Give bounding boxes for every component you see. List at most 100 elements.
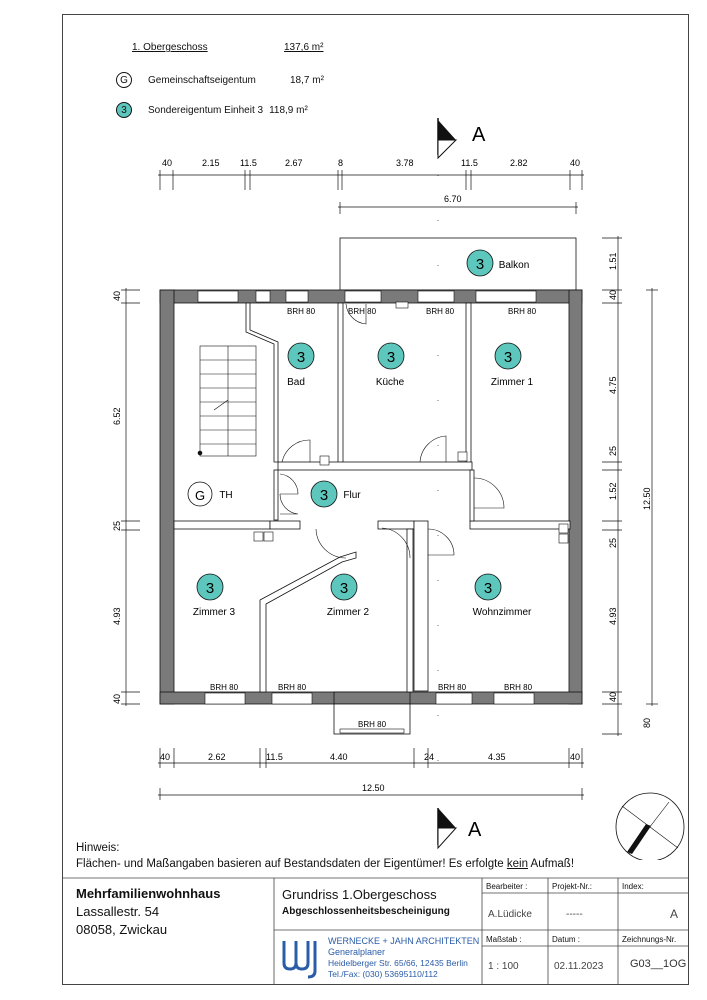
room-th: TH bbox=[219, 490, 232, 501]
legend-common: G Gemeinschaftseigentum 18,7 m² bbox=[116, 72, 324, 88]
doors bbox=[279, 303, 505, 559]
dim-top-labels: 40 2.15 11.5 2.67 8 3.78 11.5 2.82 40 bbox=[162, 158, 580, 168]
badge-balkon: 3 bbox=[476, 256, 484, 273]
dim-right-7: 40 bbox=[608, 692, 618, 702]
tb-firm-phone: Tel./Fax: (030) 53695110/112 bbox=[328, 969, 438, 979]
room-kueche: Küche bbox=[376, 377, 405, 388]
dim-right-2: 4.75 bbox=[608, 376, 618, 394]
tb-datum: 02.11.2023 bbox=[554, 961, 604, 972]
dim-top-3: 2.67 bbox=[285, 158, 303, 168]
dim-bottom-0: 40 bbox=[160, 752, 170, 762]
dim-bottom-6: 40 bbox=[570, 752, 580, 762]
dim-balcony bbox=[338, 202, 578, 214]
brh-wohn-1: BRH 80 bbox=[438, 683, 467, 692]
firm-logo-icon bbox=[282, 941, 317, 979]
dim-bottom-4: 24 bbox=[424, 752, 434, 762]
dim-right-4: 1.52 bbox=[608, 482, 618, 500]
brh-bad: BRH 80 bbox=[287, 307, 316, 316]
dim-right-8: 80 bbox=[642, 718, 652, 728]
dim-left bbox=[121, 288, 140, 706]
dim-top-5: 3.78 bbox=[396, 158, 414, 168]
brh-zimmer3: BRH 80 bbox=[210, 683, 239, 692]
tb-project: Mehrfamilienwohnhaus bbox=[76, 886, 221, 901]
dim-bottom-1: 2.62 bbox=[208, 752, 226, 762]
notes-text: Flächen- und Maßangaben basieren auf Bes… bbox=[76, 858, 574, 870]
tb-h-index: Index: bbox=[622, 882, 644, 891]
brh-labels: BRH 80 BRH 80 BRH 80 BRH 80 BRH 80 BRH 8… bbox=[210, 307, 537, 729]
page-border bbox=[62, 14, 689, 985]
room-balkon: Balkon bbox=[499, 260, 530, 271]
dim-left-labels: 40 6.52 25 4.93 40 bbox=[112, 291, 122, 704]
dim-left-4: 40 bbox=[112, 694, 122, 704]
badge-kueche: 3 bbox=[387, 349, 395, 366]
dim-top-6: 11.5 bbox=[461, 158, 478, 168]
staircase bbox=[197, 345, 257, 457]
legend-unit: 3 Sondereigentum Einheit 3 118,9 m² bbox=[116, 102, 308, 118]
dim-total: 12.50 bbox=[362, 783, 385, 793]
badge-th: G bbox=[195, 488, 205, 503]
tb-firm-name: WERNECKE + JAHN ARCHITEKTEN bbox=[328, 936, 480, 946]
dim-left-0: 40 bbox=[112, 291, 122, 301]
tb-h-zeichnung: Zeichnungs-Nr. bbox=[622, 935, 677, 944]
dim-right-3: 25 bbox=[608, 446, 618, 456]
dim-bottom-labels: 40 2.62 11.5 4.40 24 4.35 40 12.50 bbox=[160, 752, 580, 793]
dim-balcony-label: 6.70 bbox=[444, 194, 462, 204]
tb-firm-role: Generalplaner bbox=[328, 947, 386, 957]
unit-area: 118,9 m² bbox=[269, 104, 308, 116]
badge-zimmer2: 3 bbox=[340, 580, 348, 597]
tb-zeichnung-nr: G03__1OG bbox=[630, 958, 687, 970]
brh-zimmer2: BRH 80 bbox=[278, 683, 307, 692]
tb-h-datum: Datum : bbox=[552, 935, 581, 944]
room-zimmer2: Zimmer 2 bbox=[327, 607, 370, 618]
badge-flur: 3 bbox=[320, 487, 328, 504]
room-zimmer1: Zimmer 1 bbox=[491, 377, 534, 388]
tb-h-projekt: Projekt-Nr.: bbox=[552, 882, 593, 891]
windows bbox=[197, 290, 537, 705]
dim-right-0: 1.51 bbox=[608, 252, 618, 270]
dim-top-1: 2.15 bbox=[202, 158, 220, 168]
dim-left-3: 4.93 bbox=[112, 607, 122, 625]
dim-top-2: 11.5 bbox=[240, 158, 257, 168]
brh-kueche-1: BRH 80 bbox=[348, 307, 377, 316]
notes-text-before: Flächen- und Maßangaben basieren auf Bes… bbox=[76, 858, 507, 870]
tb-drawing-subtitle: Abgeschlossenheitsbescheinigung bbox=[282, 906, 450, 917]
unit-symbol: 3 bbox=[116, 102, 132, 118]
unit-badges bbox=[187, 249, 522, 601]
dim-right-1: 40 bbox=[608, 290, 618, 300]
section-label-top: A bbox=[472, 124, 486, 146]
section-marker-top: A bbox=[437, 118, 486, 160]
brh-kueche-2: BRH 80 bbox=[426, 307, 455, 316]
notes-title: Hinweis: bbox=[76, 842, 120, 854]
room-zimmer3: Zimmer 3 bbox=[193, 607, 236, 618]
tb-massstab: 1 : 100 bbox=[488, 961, 519, 972]
north-arrow-icon bbox=[615, 792, 685, 860]
tb-h-massstab: Maßstab : bbox=[486, 935, 522, 944]
legend-floor-area: 137,6 m² bbox=[284, 42, 324, 53]
dim-bottom-2: 11.5 bbox=[266, 752, 283, 762]
room-labels: Balkon Bad Küche Zimmer 1 Flur TH Zimmer… bbox=[193, 260, 534, 618]
common-symbol: G bbox=[116, 72, 132, 88]
unit-badge-numbers: 3 3 3 3 3 3 3 3 G bbox=[195, 256, 512, 597]
dim-bottom-3: 4.40 bbox=[330, 752, 348, 762]
common-label: Gemeinschaftseigentum bbox=[148, 74, 256, 86]
tb-bearbeiter: A.Lüdicke bbox=[488, 909, 532, 920]
tb-firm-address: Heidelberger Str. 65/66, 12435 Berlin bbox=[328, 958, 468, 968]
dim-top-4: 8 bbox=[338, 158, 343, 168]
brh-wohn-2: BRH 80 bbox=[504, 683, 533, 692]
dim-right-5: 25 bbox=[608, 538, 618, 548]
common-area: 18,7 m² bbox=[290, 74, 324, 86]
dim-bottom-5: 4.35 bbox=[488, 752, 506, 762]
brh-bay: BRH 80 bbox=[358, 720, 387, 729]
dim-bottom bbox=[158, 748, 584, 800]
room-wohnzimmer: Wohnzimmer bbox=[473, 607, 532, 618]
room-flur: Flur bbox=[343, 490, 361, 501]
badge-zimmer1: 3 bbox=[504, 349, 512, 366]
section-marker-bottom: A bbox=[437, 808, 482, 850]
dim-right-labels: 1.51 40 4.75 25 1.52 25 4.93 40 80 12.50 bbox=[608, 252, 652, 728]
tb-index: A bbox=[670, 907, 679, 921]
unit-label: Sondereigentum Einheit 3 bbox=[148, 104, 264, 116]
badge-zimmer3: 3 bbox=[206, 580, 214, 597]
brh-zimmer1: BRH 80 bbox=[508, 307, 537, 316]
floor-plan: A A 40 2.15 11.5 2.67 8 3.78 11.5 2.82 4… bbox=[112, 118, 685, 860]
dim-right-total: 12.50 bbox=[642, 487, 652, 510]
